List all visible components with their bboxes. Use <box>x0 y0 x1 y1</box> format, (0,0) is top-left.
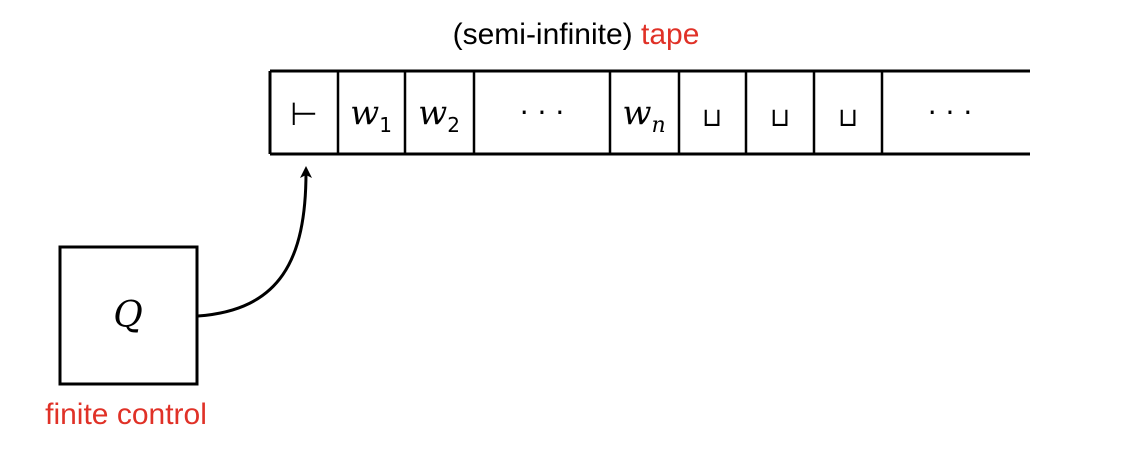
tape-title-highlight: tape <box>641 18 699 51</box>
tape-cell-w2: w2 <box>418 93 460 137</box>
tape-title: (semi-infinite) tape <box>453 18 700 51</box>
tape-cell-blank-3: ⊔ <box>838 103 858 133</box>
finite-control-box <box>58 245 199 386</box>
tape-title-prefix: (semi-infinite) <box>453 18 641 51</box>
tape-cell-blank-2: ⊔ <box>770 103 790 133</box>
read-head-arrow <box>197 166 312 318</box>
finite-control-label: finite control <box>45 398 207 431</box>
tape: ⊢ w1 w2 · · · wn ⊔ ⊔ ⊔ · · · <box>268 69 1030 156</box>
tape-cell-ellipsis-blanks: · · · <box>928 96 973 129</box>
tape-cell-blank-1: ⊔ <box>702 103 722 133</box>
tape-cell-w1: w1 <box>350 93 392 137</box>
tape-cell-ellipsis-input: · · · <box>520 96 565 129</box>
tape-cell-wn: wn <box>622 93 665 138</box>
finite-control: Q <box>58 245 199 386</box>
control-state-label: Q <box>113 295 143 336</box>
tape-cell-left-endmarker: ⊢ <box>290 95 318 133</box>
